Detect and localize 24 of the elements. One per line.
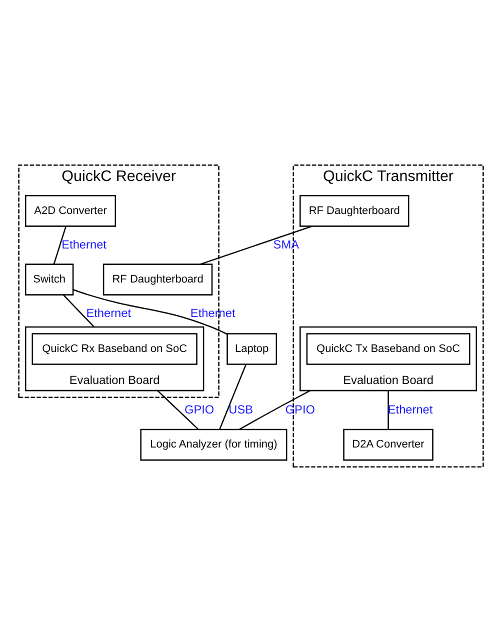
connector xyxy=(200,225,312,264)
edge-label: Ethernet xyxy=(86,306,132,320)
edge-label: USB xyxy=(228,402,254,416)
connector xyxy=(72,288,228,334)
node-box: Logic Analyzer (for timing) xyxy=(140,428,288,460)
connector xyxy=(219,364,246,430)
connector xyxy=(53,226,67,264)
node-box: Switch xyxy=(24,263,74,295)
connector xyxy=(239,390,310,430)
node-box: Laptop xyxy=(226,332,278,364)
edge-label: Ethernet xyxy=(62,236,106,251)
connector xyxy=(388,390,389,429)
edge-label: GPIO xyxy=(285,402,315,416)
connector xyxy=(157,390,199,430)
node-box: RF Daughterboard xyxy=(300,194,410,226)
node-box: D2A Converter xyxy=(343,428,434,460)
node-box: QuickC Rx Baseband on SoC xyxy=(32,332,198,364)
node-box: QuickC Tx Baseband on SoC xyxy=(306,332,470,364)
edge-label: GPIO xyxy=(184,402,214,416)
edge-label: Ethernet xyxy=(190,306,236,320)
node-box: RF Daughterboard xyxy=(102,263,213,295)
edge-label: SMA xyxy=(273,236,300,251)
node-box: A2D Converter xyxy=(24,194,116,226)
connector xyxy=(63,294,95,327)
